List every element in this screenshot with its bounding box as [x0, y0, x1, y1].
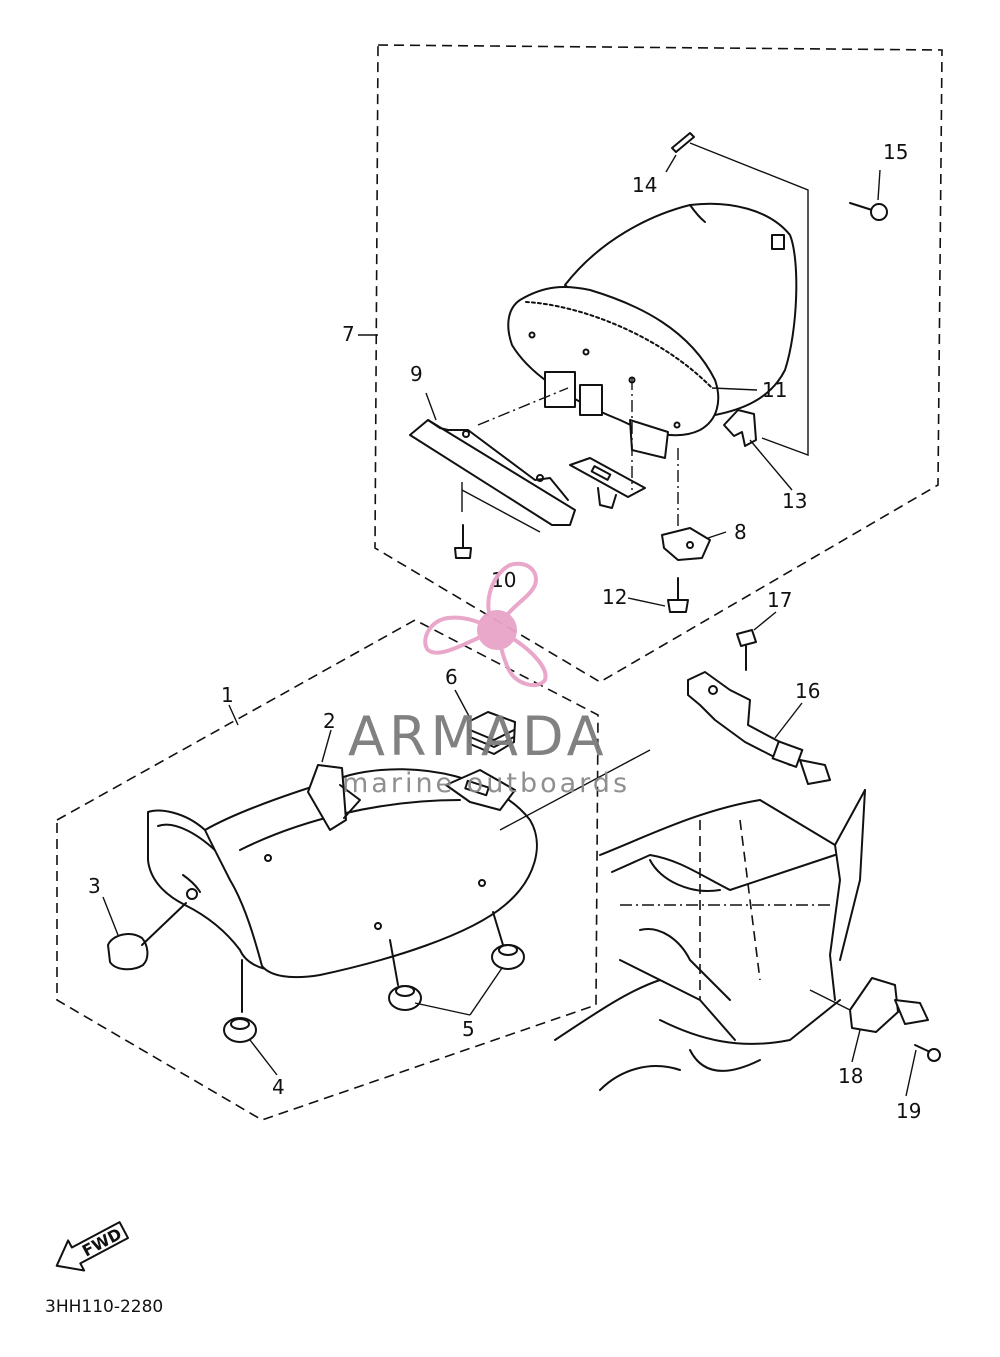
front-seat-group-outline [56, 619, 599, 1121]
label-7: 7 [342, 322, 355, 346]
diagram-code: 3HH110-2280 [45, 1297, 163, 1317]
part-16-lock-rail [687, 671, 831, 785]
label-16: 16 [795, 679, 820, 703]
label-6: 6 [445, 665, 458, 689]
part-4-damper [223, 959, 257, 1043]
rear-seat-group-outline [374, 44, 943, 683]
part-10-bolt [454, 524, 472, 559]
part-12-bolt [667, 577, 689, 613]
label-18: 18 [838, 1064, 863, 1088]
front-seat-hook [445, 769, 516, 811]
propeller-logo-icon [423, 561, 548, 688]
forward-label: FWD [79, 1224, 125, 1260]
watermark-brand: ARMADA [348, 705, 608, 768]
armada-watermark: ARMADA marine outboards [342, 561, 630, 799]
label-9: 9 [410, 362, 423, 386]
label-8: 8 [734, 520, 747, 544]
label-4: 4 [272, 1075, 285, 1099]
label-15: 15 [883, 140, 908, 164]
part-17-bolt [736, 629, 757, 671]
label-3: 3 [88, 874, 101, 898]
rear-seat-plate [569, 457, 646, 509]
forward-arrow-icon: FWD [55, 1221, 130, 1272]
part-3-knob [107, 902, 187, 971]
part-6-damper [467, 711, 516, 755]
part-9-bracket [409, 419, 576, 526]
part-14-clip [671, 132, 695, 153]
label-1: 1 [221, 683, 234, 707]
label-17: 17 [767, 588, 792, 612]
rear-seat [507, 202, 798, 459]
frame [554, 789, 866, 1091]
part-18-lock [809, 977, 929, 1033]
part-8-bracket [661, 527, 711, 561]
label-14: 14 [632, 173, 657, 197]
label-5: 5 [462, 1017, 475, 1041]
part-15-screw [849, 202, 888, 221]
part-2-tab [307, 764, 361, 831]
label-11: 11 [762, 378, 787, 402]
label-12: 12 [602, 585, 627, 609]
label-19: 19 [896, 1099, 921, 1123]
label-13: 13 [782, 489, 807, 513]
watermark-tagline: marine outboards [342, 768, 630, 799]
part-5-dampers [388, 911, 525, 1011]
label-2: 2 [323, 709, 336, 733]
part-13-hook [723, 409, 757, 447]
part-19-screw [914, 1044, 941, 1062]
